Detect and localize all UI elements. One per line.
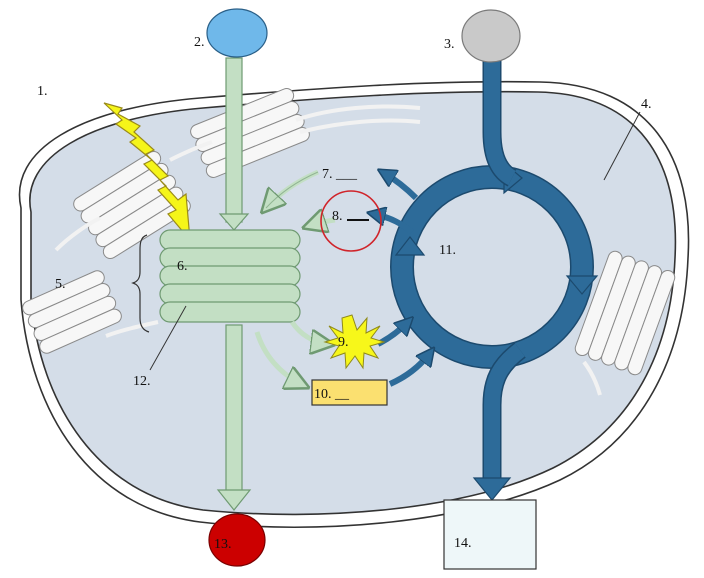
marker-8-circle: [320, 190, 382, 252]
stroma-lamella: [299, 118, 421, 134]
granum-stack-left: [22, 270, 122, 354]
granum-stack-right: [574, 250, 676, 376]
label-2: 2.: [194, 35, 205, 50]
stroma-lamella: [169, 140, 213, 162]
arrow-7-to-stack-outline: [265, 171, 319, 209]
chloroplast-inner-membrane: [29, 90, 677, 516]
granum-bracket: [131, 234, 150, 333]
label-14: 14.: [454, 536, 472, 551]
input-2-water-circle: [206, 8, 268, 58]
input-shaft: [225, 57, 243, 223]
label-1: 1.: [37, 84, 48, 99]
label-8: 8.: [332, 209, 343, 224]
label-12: 12.: [133, 374, 151, 389]
output-14-sugar-box: [443, 499, 537, 570]
label-3: 3.: [444, 37, 455, 52]
label-11: 11.: [439, 243, 456, 258]
stroma-lamella: [54, 216, 101, 252]
label-9: 9.: [338, 335, 349, 350]
arrow-stack-to-10: [254, 331, 303, 385]
label-12-leader: [149, 305, 187, 371]
cycle-arrowhead-right: [565, 275, 599, 295]
stroma-lamella: [295, 104, 421, 122]
label-4: 4.: [641, 97, 652, 112]
stroma-lamella: [582, 360, 602, 396]
output-13-oxygen-circle: [208, 513, 266, 567]
sugar-outlet-arrowhead: [472, 477, 512, 501]
label-7: 7. ___: [322, 167, 358, 182]
label-6: 6.: [177, 259, 188, 274]
label-13: 13.: [214, 537, 232, 552]
output-shaft: [225, 324, 243, 496]
label-4-leader: [603, 111, 641, 181]
arrow-10-to-cycle: [388, 353, 430, 387]
arrow-stack-to-9: [289, 320, 328, 344]
calvin-cycle-ring-inner: [391, 166, 593, 368]
label-5: 5.: [55, 277, 66, 292]
thylakoid-stack: [159, 229, 301, 323]
input-shaft-arrowhead: [218, 213, 250, 231]
stroma-lamella: [105, 320, 159, 338]
sugar-outlet-pipe-fill: [484, 343, 525, 482]
product-10-box: [311, 379, 388, 406]
arrow-8-to-stack: [309, 220, 336, 226]
cycle-arrowhead-left: [394, 236, 426, 256]
input-3-co2-circle: [461, 9, 521, 63]
arrow-cycle-to-8: [374, 214, 414, 235]
output-shaft-arrowhead: [216, 489, 252, 511]
co2-inlet-pipe-fill: [484, 58, 517, 186]
arrow-cycle-to-7: [384, 173, 419, 201]
label-10: 10. __: [314, 387, 350, 402]
starburst-icon: [323, 314, 386, 370]
